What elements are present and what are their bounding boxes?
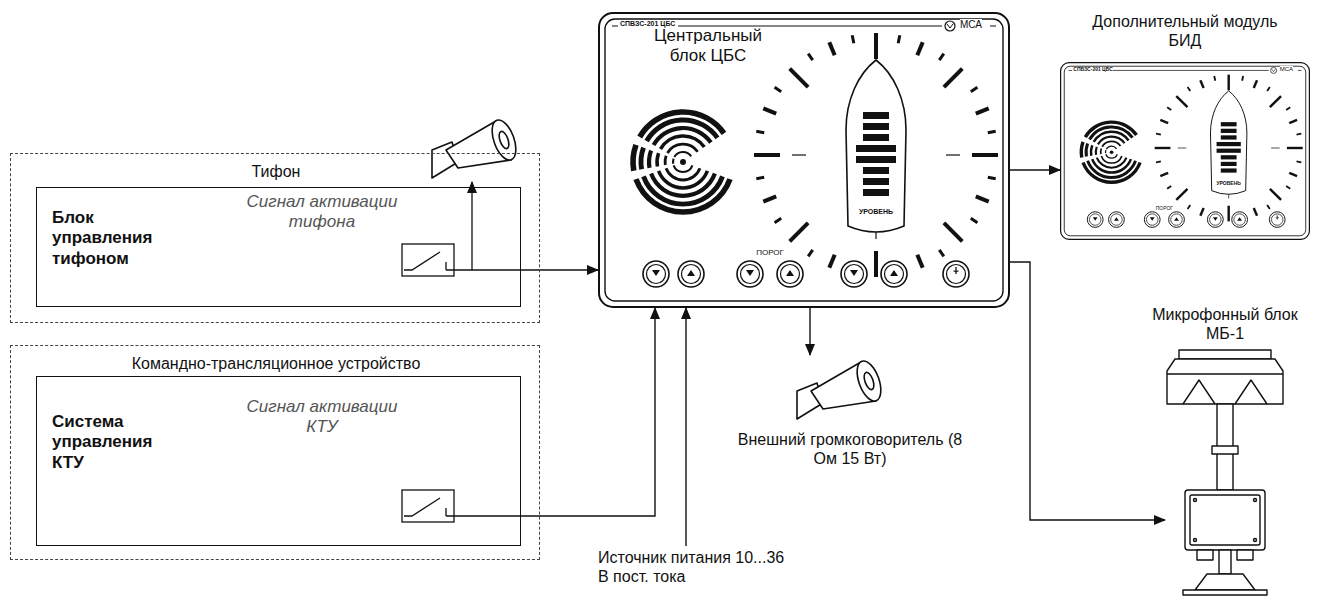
control-box: Блок управления тифоном Сигнал активации … <box>36 187 521 307</box>
central-unit: Центральный блок ЦБС <box>598 12 1010 308</box>
group-frame: ТифонБлок управления тифоном Сигнал актив… <box>10 153 540 323</box>
loudspeaker: Внешний громкоговоритель (8 Ом 15 Вт) <box>735 355 965 480</box>
panel-drawing <box>1061 63 1310 240</box>
power-source: Источник питания 10...36 В пост. тока <box>598 546 794 596</box>
model-name: СПВЗС-201 ЦБС <box>1073 67 1113 73</box>
signal-wire <box>446 515 520 516</box>
signal-connector <box>1010 169 1060 170</box>
signal-connector <box>809 308 810 355</box>
brand-name: МСА <box>1280 66 1293 73</box>
model-name: СПВЗС-201 ЦБС <box>620 20 675 28</box>
signal-caption: Сигнал активации тифона <box>242 192 402 233</box>
switch-symbol <box>402 244 454 276</box>
signal-connector <box>521 269 598 270</box>
signal-connector <box>1010 262 1165 520</box>
indicator-caption: УРОВЕНЬ <box>1179 181 1279 187</box>
panel-drawing <box>599 13 1009 307</box>
button-caption: ПОРОГ <box>720 249 820 258</box>
node-title: Центральный блок ЦБС <box>643 26 773 67</box>
panel-outline <box>598 12 1010 308</box>
microphone-unit: Микрофонный блок МБ-1 <box>1165 350 1285 595</box>
node-title: Тифон <box>11 162 541 181</box>
group-frame: Командно-трансляционное устройствоСистем… <box>10 345 540 560</box>
node-title: Система управления КТУ <box>52 412 172 473</box>
node-title: Внешний громкоговоритель (8 Ом 15 Вт) <box>735 430 965 468</box>
signal-wire <box>446 269 520 270</box>
node-title: Источник питания 10...36 В пост. тока <box>598 548 788 586</box>
microphone-drawing <box>1167 350 1283 595</box>
node-title: Командно-трансляционное устройство <box>11 354 541 373</box>
microphone-outline <box>1165 350 1285 595</box>
signal-connector <box>685 308 686 546</box>
typhon-horn <box>432 117 521 178</box>
control-box: Система управления КТУ Сигнал активации К… <box>36 376 521 546</box>
indicator-caption: УРОВЕНЬ <box>826 208 926 216</box>
loudspeaker-drawing <box>797 358 886 419</box>
signal-connector <box>521 308 655 516</box>
display-module: Дополнительный модуль БИД <box>1060 62 1310 240</box>
switch-symbol <box>402 490 454 522</box>
node-title: Блок управления тифоном <box>52 208 172 269</box>
button-caption: ПОРОГ <box>1114 206 1214 212</box>
node-title: Дополнительный модуль БИД <box>1085 12 1285 50</box>
signal-caption: Сигнал активации КТУ <box>242 397 402 438</box>
node-title: Микрофонный блок МБ-1 <box>1145 305 1305 343</box>
horn-wire <box>471 182 472 270</box>
panel-outline <box>1060 62 1310 240</box>
brand-name: МСА <box>960 19 982 30</box>
